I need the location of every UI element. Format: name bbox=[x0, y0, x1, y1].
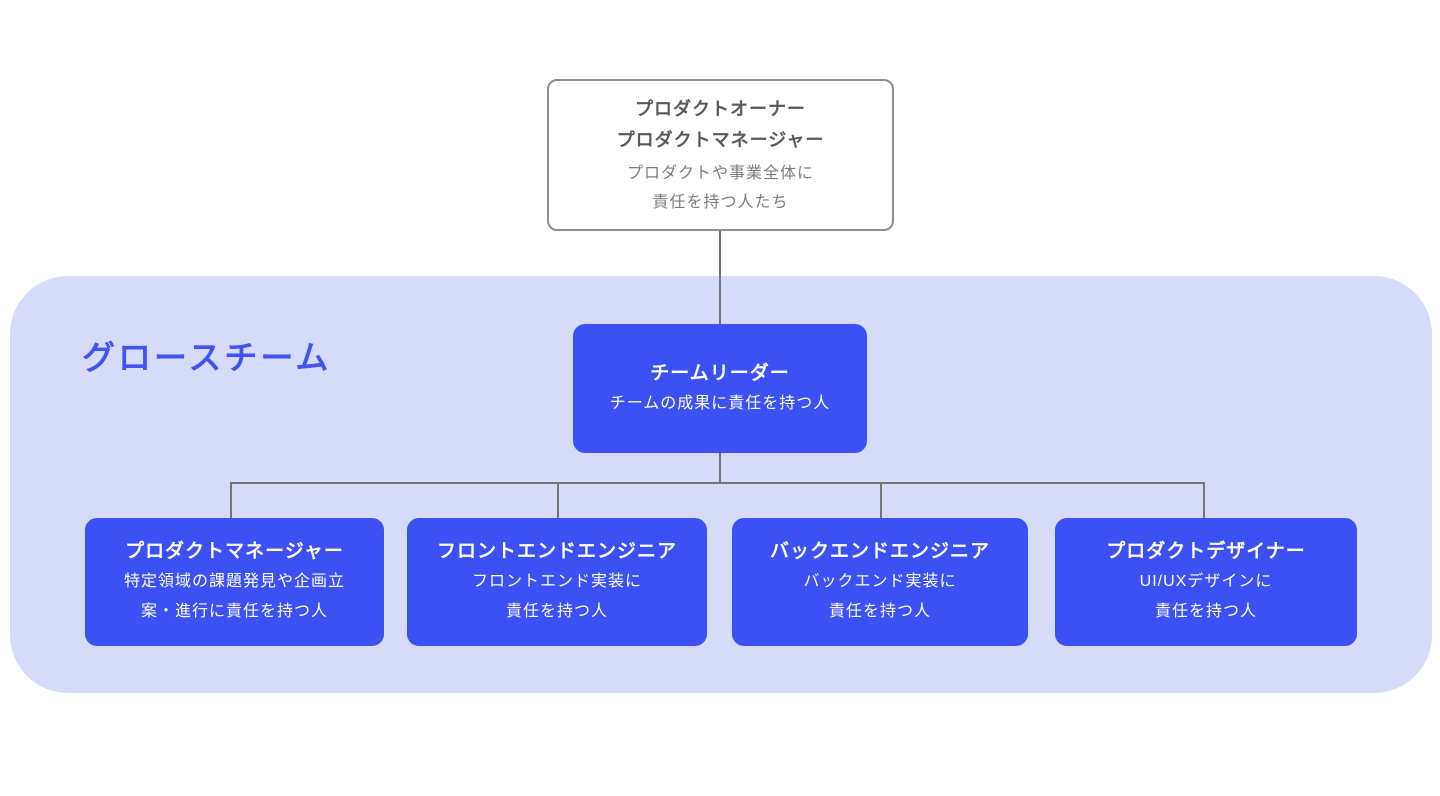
node-title: プロダクトデザイナー bbox=[1106, 541, 1306, 562]
connector-root-to-leader bbox=[719, 231, 721, 324]
node-desc-line: フロントエンド実装に bbox=[471, 573, 642, 590]
node-desc-line: チームの成果に責任を持つ人 bbox=[609, 394, 831, 412]
org-node-frontend-engineer: フロントエンドエンジニア フロントエンド実装に 責任を持つ人 bbox=[407, 518, 707, 646]
connector-drop-member-4 bbox=[1203, 482, 1205, 518]
node-desc-line: バックエンド実装に bbox=[803, 573, 957, 590]
org-node-team-leader: チームリーダー チームの成果に責任を持つ人 bbox=[573, 324, 867, 453]
node-title: フロントエンドエンジニア bbox=[436, 541, 677, 562]
connector-drop-member-1 bbox=[230, 482, 232, 518]
connector-drop-member-2 bbox=[557, 482, 559, 518]
connector-horizontal-bus bbox=[230, 482, 1205, 484]
node-title: プロダクトマネージャー bbox=[125, 541, 344, 562]
org-node-product-designer: プロダクトデザイナー UI/UXデザインに 責任を持つ人 bbox=[1055, 518, 1357, 646]
node-title: バックエンドエンジニア bbox=[769, 541, 990, 562]
node-desc-line: 特定領域の課題発見や企画立 bbox=[123, 573, 345, 590]
node-desc-line: 案・進行に責任を持つ人 bbox=[140, 603, 328, 620]
node-desc-line: UI/UXデザインに bbox=[1139, 573, 1273, 590]
node-title-line: プロダクトオーナー bbox=[635, 98, 806, 119]
node-desc-line: 責任を持つ人 bbox=[1154, 603, 1257, 620]
node-desc-line: 責任を持つ人たち bbox=[652, 193, 789, 211]
node-title: チームリーダー bbox=[650, 362, 790, 384]
node-title-line: プロダクトマネージャー bbox=[616, 129, 825, 150]
org-node-product-manager: プロダクトマネージャー 特定領域の課題発見や企画立 案・進行に責任を持つ人 bbox=[85, 518, 384, 646]
node-desc-line: 責任を持つ人 bbox=[828, 603, 931, 620]
connector-drop-member-3 bbox=[880, 482, 882, 518]
growth-team-label: グロースチーム bbox=[82, 339, 332, 376]
node-desc-line: 責任を持つ人 bbox=[505, 603, 608, 620]
connector-leader-down bbox=[719, 453, 721, 484]
org-node-product-owner: プロダクトオーナー プロダクトマネージャー プロダクトや事業全体に 責任を持つ人… bbox=[547, 79, 894, 231]
node-desc-line: プロダクトや事業全体に bbox=[626, 164, 814, 182]
org-node-backend-engineer: バックエンドエンジニア バックエンド実装に 責任を持つ人 bbox=[732, 518, 1028, 646]
